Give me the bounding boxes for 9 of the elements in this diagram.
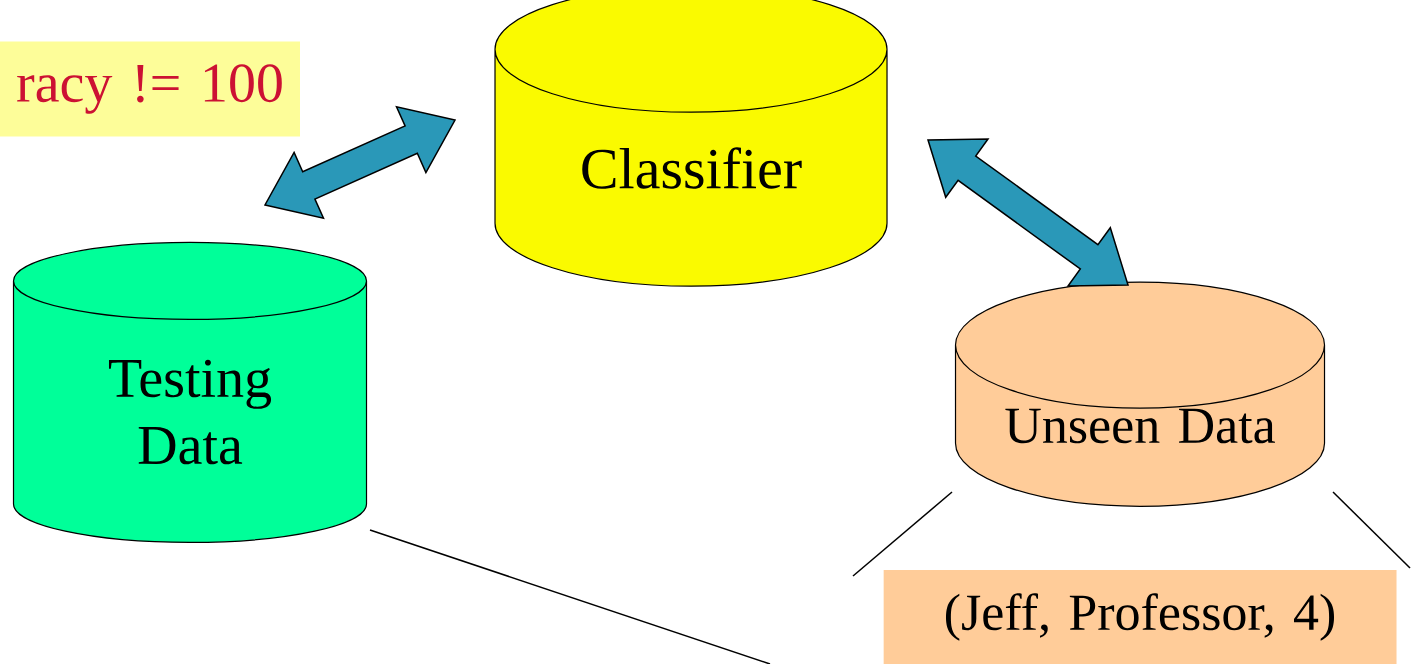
connector-line <box>852 491 953 577</box>
connector-line <box>1332 491 1411 569</box>
connector-line <box>369 529 771 664</box>
double-arrow <box>927 138 1130 287</box>
database-cylinder: Unseen Data <box>954 281 1326 507</box>
database-cylinder: Testing Data <box>12 241 368 544</box>
text-box: racy != 100 <box>0 41 300 137</box>
text-box: (Jeff, Professor, 4) <box>883 570 1397 664</box>
database-cylinder: Classifier <box>494 0 888 287</box>
